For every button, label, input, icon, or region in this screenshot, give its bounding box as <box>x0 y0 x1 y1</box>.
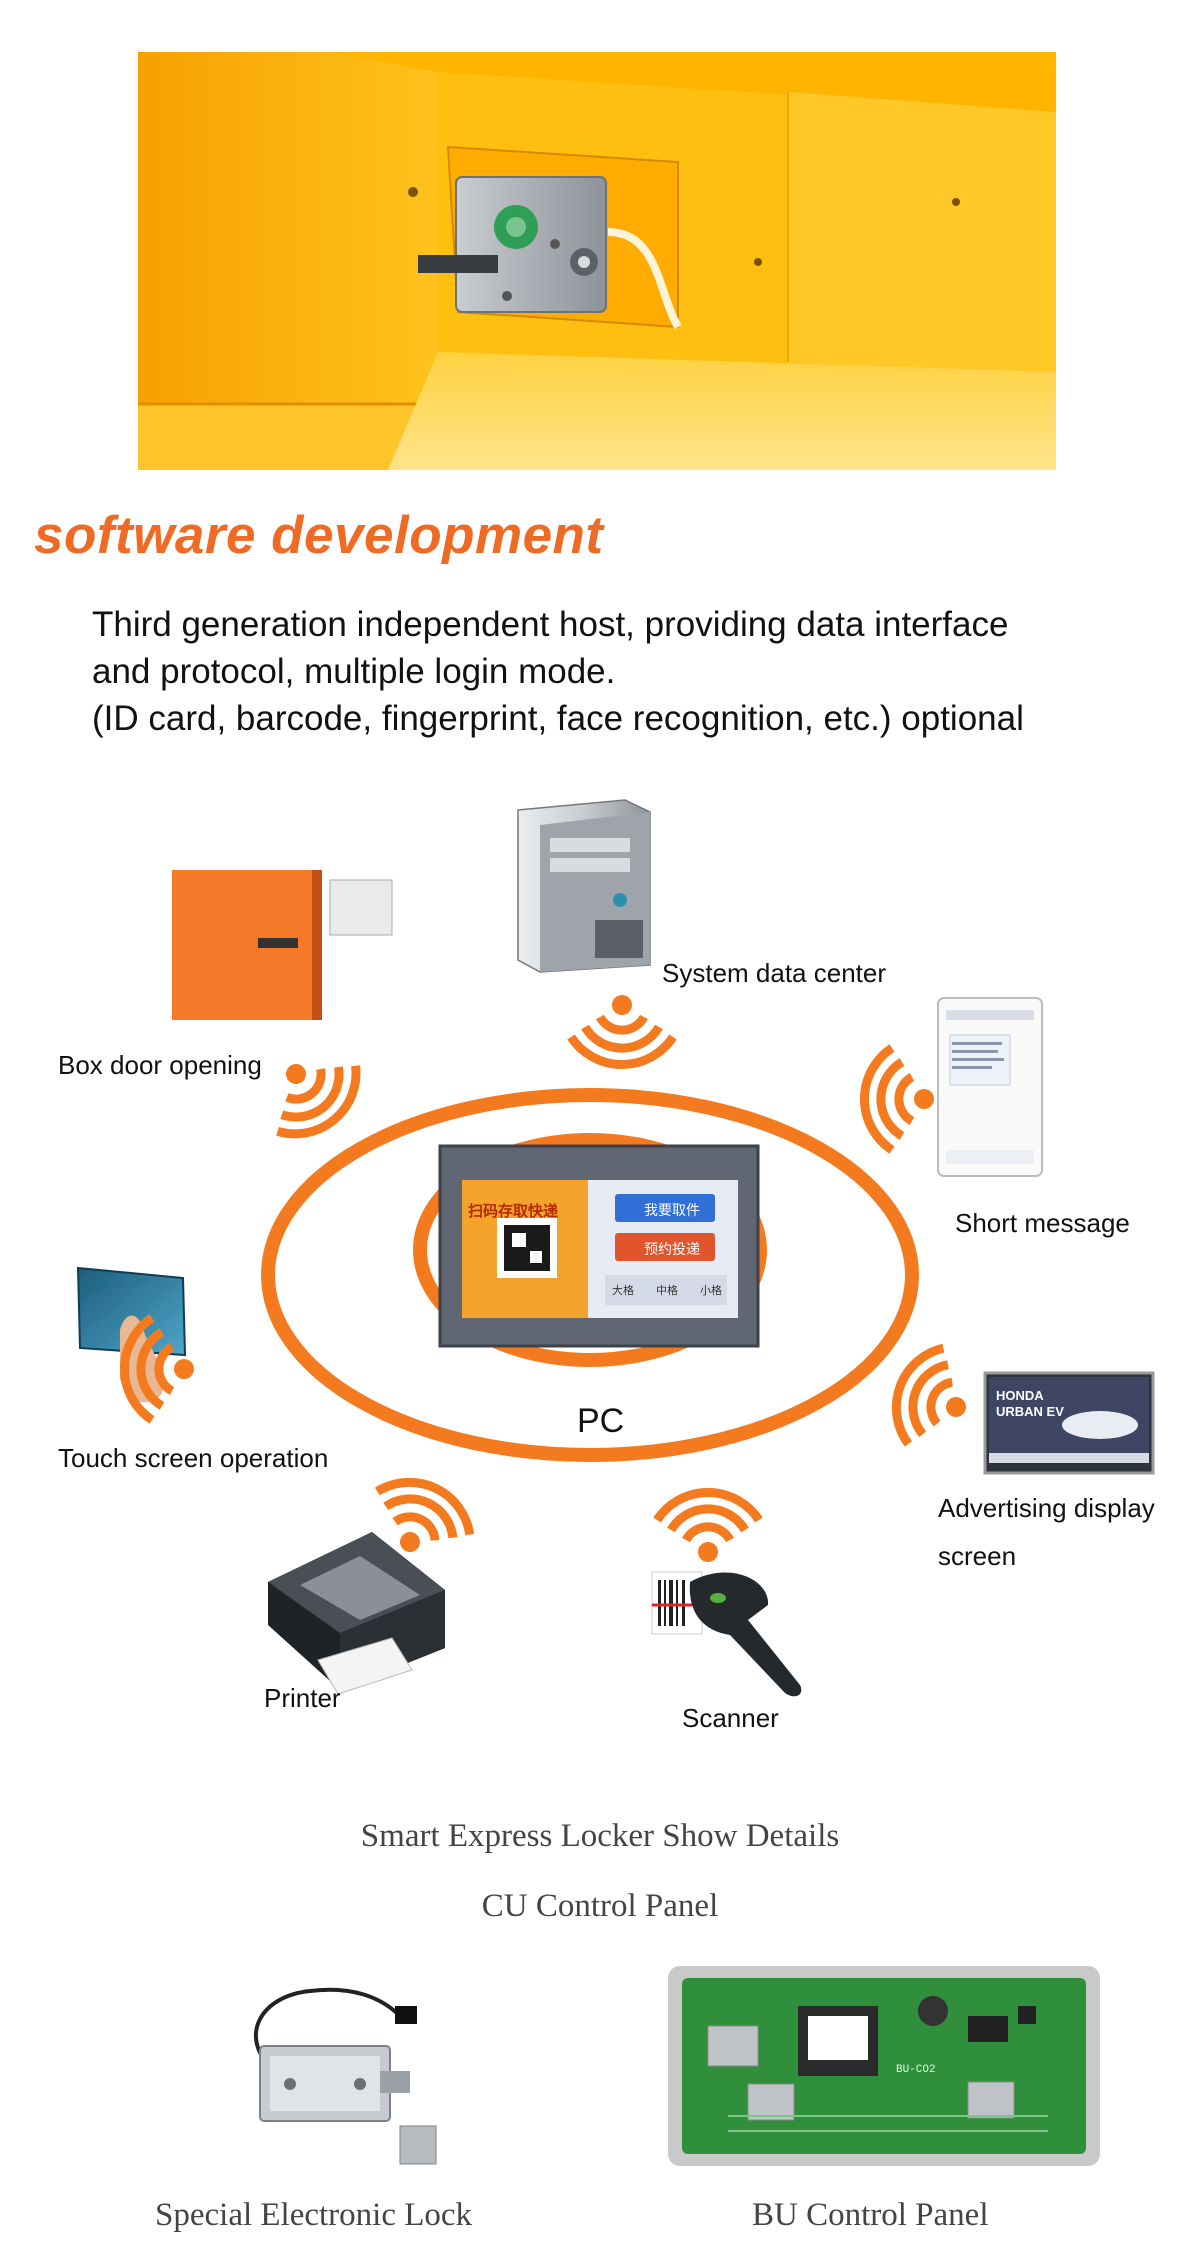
electronic-lock-image <box>230 1976 460 2166</box>
section-heading: software development <box>34 506 604 565</box>
terminal-pick-button: 我要取件 <box>644 1202 700 1218</box>
inner-orbit <box>413 1133 767 1367</box>
description-line-1: Third generation independent host, provi… <box>92 605 1009 644</box>
label-box-door-opening: Box door opening <box>58 1050 262 1080</box>
locker-interior-photo <box>138 52 1056 470</box>
details-title: Smart Express Locker Show Details <box>360 1818 840 1854</box>
cu-panel-title: CU Control Panel <box>481 1888 719 1924</box>
outer-orbit <box>261 1088 919 1462</box>
pcb-board-icon <box>668 1966 1100 2166</box>
description-line-3: (ID card, barcode, fingerprint, face rec… <box>92 699 1024 738</box>
terminal-size-large: 大格 <box>612 1285 634 1297</box>
label-advertising-line-1: Advertising display <box>938 1493 1155 1523</box>
terminal-size-small: 小格 <box>700 1285 722 1297</box>
description-line-2: and protocol, multiple login mode. <box>92 652 616 691</box>
wifi-signal-icon <box>864 1048 934 1150</box>
wifi-signal-icon <box>657 1492 759 1562</box>
label-touch-screen-operation: Touch screen operation <box>58 1443 329 1473</box>
board-label: BU-CO2 <box>896 2064 936 2076</box>
bu-panel-caption: BU Control Panel <box>752 2197 989 2233</box>
label-scanner: Scanner <box>682 1703 779 1733</box>
system-diagram: 扫码存取快递 我要取件 预约投递 大格 中格 小格 HONDA URBAN EV… <box>0 790 1200 1750</box>
label-short-message: Short message <box>955 1208 1130 1238</box>
label-system-data-center: System data center <box>662 958 886 988</box>
ad-screen-icon <box>983 1371 1155 1475</box>
locker-lock-illustration <box>138 52 1056 470</box>
label-pc: PC <box>577 1402 625 1440</box>
phone-sms-icon <box>937 997 1043 1177</box>
diagram-graphics <box>76 799 1155 1697</box>
wifi-signal-icon <box>251 1034 374 1153</box>
ad-line-1: HONDA <box>996 1388 1044 1403</box>
locker-door-icon <box>172 870 402 1020</box>
terminal-title: 扫码存取快递 <box>468 1203 559 1220</box>
server-tower-icon <box>517 799 651 973</box>
bu-control-board-image: BU-CO2 <box>668 1966 1100 2166</box>
ad-line-2: URBAN EV <box>996 1404 1064 1419</box>
printer-icon <box>268 1532 445 1695</box>
electronic-lock-icon <box>253 1987 437 2165</box>
electronic-lock-caption: Special Electronic Lock <box>155 2197 473 2233</box>
label-advertising-line-2: screen <box>938 1541 1017 1571</box>
wifi-signal-icon <box>571 995 673 1065</box>
terminal-send-button: 预约投递 <box>644 1241 700 1257</box>
terminal-size-medium: 中格 <box>656 1285 678 1297</box>
pc-terminal-icon <box>438 1144 760 1348</box>
wifi-signal-icon <box>883 1339 983 1459</box>
label-printer: Printer <box>264 1683 341 1713</box>
barcode-scanner-icon <box>651 1571 802 1697</box>
